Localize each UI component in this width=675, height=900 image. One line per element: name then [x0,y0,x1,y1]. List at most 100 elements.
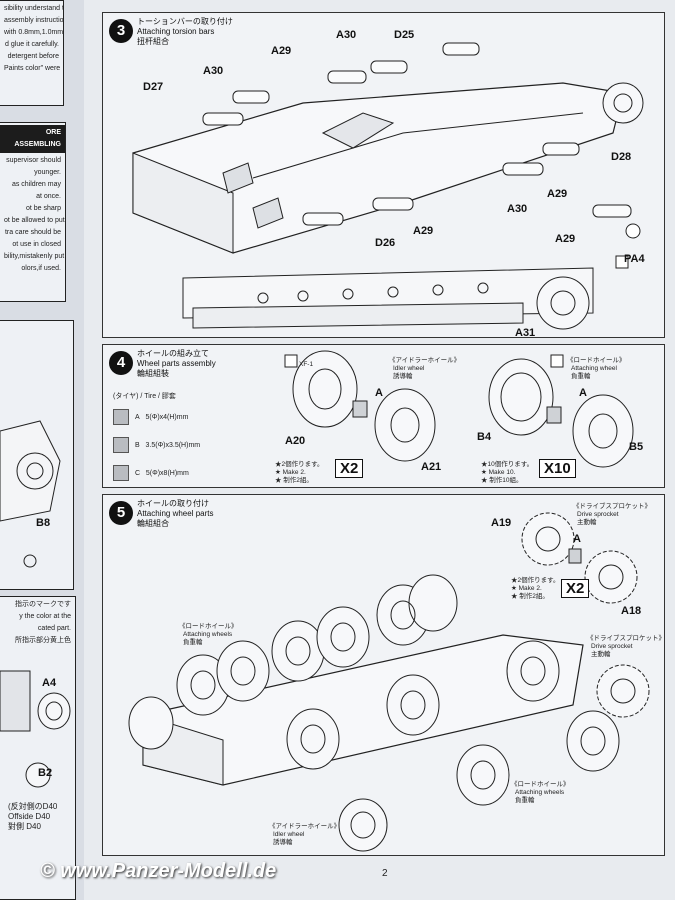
idler-cn: 誘導輪 [273,839,293,846]
part-label-a30: A30 [203,65,224,77]
sprocket2-jp: 《ドライブスプロケット》 [587,635,665,642]
make-note: ★10個作ります。 [481,461,534,468]
road2-en: Attaching wheels [515,789,565,796]
idler-jp: 《アイドラーホイール》 [389,357,461,364]
make-note: ★ Make 2. [511,585,542,592]
part-label-a20: A20 [285,435,306,447]
tire-letter: B [135,441,140,449]
left-block-top: sibility understand the assembly instruc… [0,0,64,106]
offside-jp: (反対側のD40 [8,802,58,811]
left-text-line: 指示のマークです [15,601,71,608]
left-hull-drawing [0,420,61,568]
part-label-b4: B4 [477,431,492,443]
left-wheel-drawing [0,670,71,788]
part-label-a19: A19 [491,517,512,529]
make-note: ★ Make 2. [275,469,306,476]
part-label-a: A [375,387,383,399]
part-label-a30: A30 [336,29,357,41]
road-en: Attaching wheels [183,631,233,638]
left-text-line: younger. [34,169,61,176]
tire-header: (タイヤ) / Tire / 膠套 [113,393,176,400]
left-block-diagram: B8 [0,320,74,590]
left-text-line: cated part. [37,625,71,632]
title-cn: 扭杆組合 [137,37,169,46]
part-label-a18: A18 [621,605,642,617]
part-label-a29: A29 [547,188,568,200]
multiplier-x2: X2 [335,459,364,478]
offside-cn: 對側 D40 [8,822,41,831]
left-text-line: ot be allowed to put [4,217,65,224]
sprocket2-en: Drive sprocket [591,643,633,650]
left-text-line: sibility understand the [4,5,64,12]
part-label-a31: A31 [515,327,536,339]
part-label-d28: D28 [611,151,632,163]
left-text-line: supervisor should [6,157,61,164]
instruction-page: 3 トーションバーの取り付け Attaching torsion bars 扭杆… [84,0,675,900]
tire-row-c: C 5(Φ)x8(H)mm [113,465,189,481]
part-label-a29: A29 [555,233,576,245]
step-number: 5 [109,501,133,525]
left-text-line: Paints color" were [4,65,61,72]
tire-swatch [113,465,129,481]
idler-cn: 誘導輪 [393,373,413,380]
part-label-pa4: PA4 [624,253,645,265]
watermark: © www.Panzer-Modell.de [40,860,277,882]
step-title: ホイールの取り付け Attaching wheel parts 輪組組合 [137,499,214,529]
road2-cn: 負重輪 [515,797,535,804]
tire-row-b: B 3.5(Φ)x3.5(H)mm [113,437,200,453]
tire-letter: C [135,469,141,477]
left-text-line: with 0.8mm,1.0mm [4,29,64,36]
make-note: ★ 制作2組。 [511,593,549,600]
sprocket-en: Drive sprocket [577,511,619,518]
left-text-line: y the color at the [19,613,71,620]
title-cn: 輪組組裝 [137,369,169,378]
part-label-a29: A29 [413,225,434,237]
part-label-d27: D27 [143,81,164,93]
left-block-bottom: 指示のマークです y the color at the cated part. … [0,596,76,900]
sprocket-jp: 《ドライブスプロケット》 [573,503,651,510]
title-en: Attaching torsion bars [137,27,215,36]
road-cn: 負重輪 [183,639,203,646]
part-label-b5: B5 [629,441,644,453]
part-label-a: A [579,387,587,399]
step-number: 4 [109,351,133,375]
offside-en: Offside D40 [8,812,51,821]
road-jp: 《ロードホイール》 [179,623,238,630]
tire-letter: A [135,413,140,421]
left-text-line: ot be sharp [25,205,61,212]
tire-size: 3.5(Φ)x3.5(H)mm [145,441,201,449]
paint-callout: XF-1 [299,361,314,368]
left-text-line: detergent before [7,53,59,60]
left-block-warning: ORE ASSEMBLING supervisor should younger… [0,122,66,302]
left-text-line: olors,if used. [21,265,61,272]
title-en: Wheel parts assembly [137,359,216,368]
part-label-d25: D25 [394,29,415,41]
wheel-assembly-drawing [284,350,634,468]
left-text-line: 所指示部分黄上色 [15,637,71,644]
step-number: 3 [109,19,133,43]
left-text-line: as children may [11,181,61,188]
idler-en: Idler wheel [393,365,425,372]
left-text-line: tra care should be [4,229,61,236]
title-en: Attaching wheel parts [137,509,214,518]
road2-jp: 《ロードホイール》 [511,781,570,788]
make-note: ★ 制作2組。 [275,477,313,484]
part-label-a30: A30 [507,203,528,215]
idler-en: Idler wheel [273,831,305,838]
road-en: Attaching wheel [571,365,617,372]
step-3-panel: 3 トーションバーの取り付け Attaching torsion bars 扭杆… [102,12,665,339]
part-label-a21: A21 [421,461,442,473]
part-label-a29: A29 [271,45,292,57]
tire-row-a: A 5(Φ)x4(H)mm [113,409,188,425]
idler-jp: 《アイドラーホイール》 [269,823,341,830]
multiplier-x10: X10 [539,459,576,478]
step-5-panel: 5 ホイールの取り付け Attaching wheel parts 輪組組合 [102,494,665,856]
sprocket2-cn: 主動輪 [591,651,611,658]
tire-size: 5(Φ)x8(H)mm [145,469,189,477]
part-label-b8: B8 [36,517,51,529]
wheel-mounting-diagram [128,512,650,852]
sprocket-cn: 主動輪 [577,519,597,526]
tire-size: 5(Φ)x4(H)mm [145,413,189,421]
road-jp: 《ロードホイール》 [567,357,626,364]
hull-torsion-diagram [132,42,644,330]
